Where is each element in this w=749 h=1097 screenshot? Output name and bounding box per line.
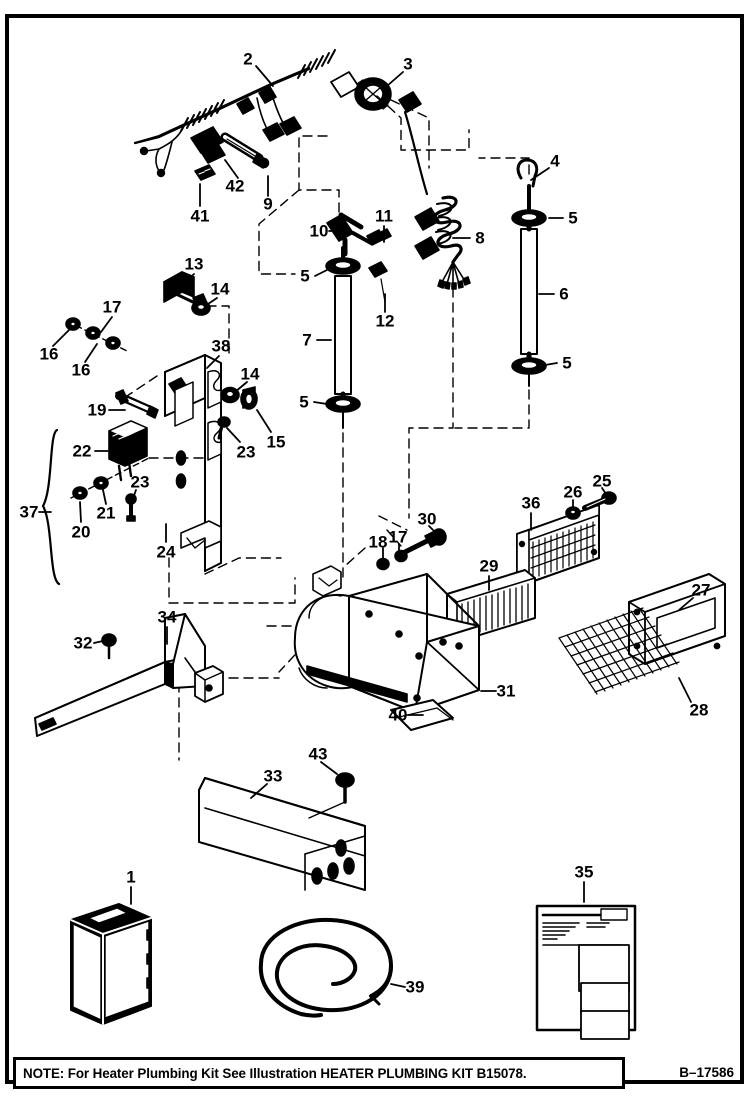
callout-26: 26 <box>563 482 583 502</box>
part-blower-housing-31 <box>293 565 480 713</box>
part-frame-27 <box>628 573 726 665</box>
callout-39: 39 <box>405 977 425 997</box>
callout-37: 37 <box>19 502 39 522</box>
part-coiled-hose-8 <box>398 91 471 290</box>
part-bracket-38-24 <box>164 354 222 572</box>
callout-43: 43 <box>308 744 328 764</box>
callout-7: 7 <box>302 330 312 350</box>
callout-5c: 5 <box>562 353 572 373</box>
part-clip-41 <box>194 164 216 181</box>
callout-25: 25 <box>592 471 612 491</box>
callout-27: 27 <box>691 580 711 600</box>
callout-5d: 5 <box>299 392 309 412</box>
part-grommet-3 <box>354 77 392 111</box>
part-fitting-10 <box>326 212 373 257</box>
callout-3: 3 <box>403 54 413 74</box>
part-screw-25 <box>582 491 617 511</box>
callout-23a: 23 <box>236 442 256 462</box>
part-screen-28 <box>558 607 680 695</box>
callout-32: 32 <box>73 633 93 653</box>
part-fitting-11 <box>366 228 392 246</box>
callout-20: 20 <box>71 522 91 542</box>
callout-24: 24 <box>156 542 176 562</box>
callout-30: 30 <box>417 509 437 529</box>
part-support-arm-34 <box>34 613 224 737</box>
callout-5a: 5 <box>568 208 578 228</box>
callout-8: 8 <box>475 228 485 248</box>
callout-15: 15 <box>266 432 286 452</box>
part-bushing-15 <box>240 386 258 410</box>
part-hose-7 <box>325 246 361 429</box>
callout-16a: 16 <box>39 344 59 364</box>
part-screw-23a <box>217 416 231 440</box>
callout-23b: 23 <box>130 472 150 492</box>
part-hose-6 <box>511 158 547 387</box>
part-mount-rail-33 <box>198 777 366 891</box>
part-nut-14a <box>191 300 211 316</box>
callout-40: 40 <box>388 705 408 725</box>
callout-21: 21 <box>96 503 116 523</box>
callout-33: 33 <box>263 766 283 786</box>
callout-12: 12 <box>375 311 395 331</box>
note-text: NOTE: For Heater Plumbing Kit See Illust… <box>23 1065 527 1081</box>
callout-22: 22 <box>72 441 92 461</box>
callout-41: 41 <box>190 206 210 226</box>
part-washers-20-21 <box>70 457 150 500</box>
part-bolt-9 <box>220 132 270 169</box>
note-box: NOTE: For Heater Plumbing Kit See Illust… <box>13 1057 625 1089</box>
callout-42: 42 <box>225 176 245 196</box>
diagram-canvas <box>9 18 740 1080</box>
callout-4: 4 <box>550 151 560 171</box>
drawing-number: B–17586 <box>679 1065 734 1080</box>
callout-19: 19 <box>87 400 107 420</box>
callout-14a: 14 <box>210 279 230 299</box>
part-washers-16-17 <box>65 317 128 352</box>
callout-36: 36 <box>521 493 541 513</box>
callout-38: 38 <box>211 336 231 356</box>
callout-17b: 17 <box>388 527 408 547</box>
exploded-view-drawing <box>34 49 726 1040</box>
part-screws-18-17-30 <box>376 528 447 571</box>
part-nut-14b <box>220 386 240 404</box>
callout-2: 2 <box>243 49 253 69</box>
part-harness-2 <box>133 49 360 178</box>
part-screw-23b <box>125 493 137 522</box>
callout-29: 29 <box>479 556 499 576</box>
callout-28: 28 <box>689 700 709 720</box>
part-bolt-19 <box>115 389 159 419</box>
callout-6: 6 <box>559 284 569 304</box>
assembly-guides <box>120 95 530 761</box>
callout-34: 34 <box>157 607 177 627</box>
callout-1: 1 <box>126 867 136 887</box>
callout-35: 35 <box>574 862 594 882</box>
callout-31: 31 <box>496 681 516 701</box>
callout-17: 17 <box>102 297 122 317</box>
callout-13: 13 <box>184 254 204 274</box>
part-instruction-sheet-35 <box>535 904 637 1040</box>
part-heater-core-1 <box>70 903 152 1025</box>
part-relay-22 <box>108 420 148 482</box>
brace-37 <box>41 428 61 586</box>
callout-14b: 14 <box>240 364 260 384</box>
note-bar: NOTE: For Heater Plumbing Kit See Illust… <box>9 1053 740 1093</box>
part-nut-26 <box>565 506 581 520</box>
callout-5b: 5 <box>300 266 310 286</box>
callout-9: 9 <box>263 194 273 214</box>
callout-11: 11 <box>375 206 393 226</box>
callout-18: 18 <box>368 532 388 552</box>
callout-10: 10 <box>309 221 329 241</box>
part-hose-coil-39 <box>258 917 393 1018</box>
part-screw-43 <box>308 772 355 819</box>
callout-16b: 16 <box>71 360 91 380</box>
leader-lines <box>38 65 694 988</box>
